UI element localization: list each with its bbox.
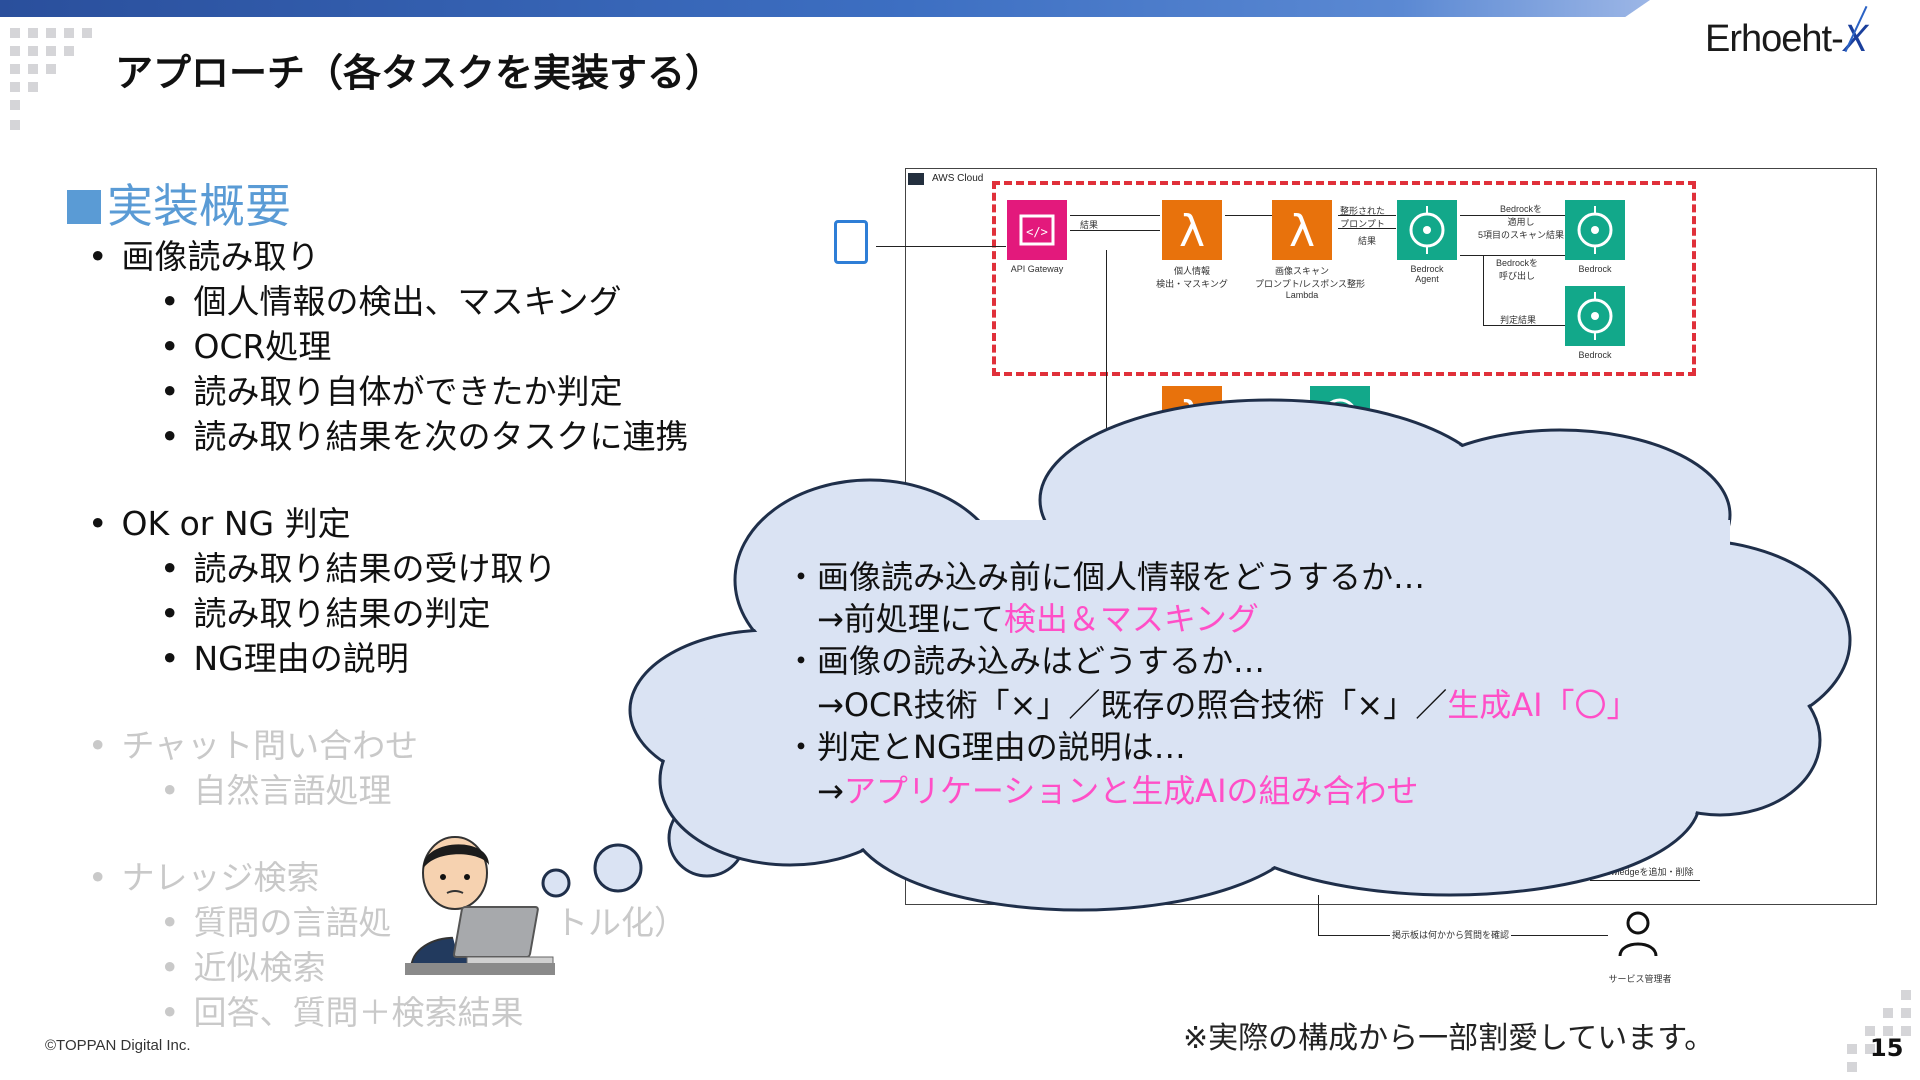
bullet-level2-dim: 自然言語処理: [160, 764, 391, 812]
thought-text: ・画像の読み込みはどうするか…: [785, 642, 1266, 680]
connector-line: [1070, 230, 1160, 231]
thought-line: →OCR技術「×」／既存の照合技術「×」／生成AI「〇」: [785, 680, 1639, 726]
edge-label: Bedrockを 呼び出し: [1496, 258, 1539, 281]
connector-line: [1590, 880, 1700, 881]
bullet-level1-dim: チャット問い合わせ: [88, 719, 418, 767]
bullet-level2: NG理由の説明: [160, 632, 408, 680]
edge-label: 結果: [1080, 220, 1099, 230]
user-label: サービス管理者: [1608, 974, 1672, 984]
thought-line: ・画像の読み込みはどうするか…: [785, 636, 1265, 682]
bullet-level1: 画像読み取り: [88, 230, 319, 278]
bullet-level2-dim: 回答、質問＋検索結果: [160, 986, 523, 1034]
connector-line: [1225, 215, 1273, 216]
bullet-level2: OCR処理: [160, 320, 331, 368]
thinking-person-illustration: [405, 836, 555, 975]
thought-text: →OCR技術「×」／既存の照合技術「×」／: [785, 686, 1448, 724]
service-label: Bedrock: [1578, 264, 1612, 274]
connector-line: [876, 246, 1006, 247]
bullet-level1-dim: ナレッジ検索: [88, 851, 319, 899]
brand-logo: Erhoeht-X: [1705, 18, 1868, 61]
bedrock-icon: [1565, 200, 1625, 260]
diagram-title: AWS Cloud: [932, 173, 984, 184]
thought-text: →前処理にて: [785, 600, 1004, 638]
edge-label: 掲示板は何かから質問を確認: [1390, 928, 1512, 941]
connector-line: [1318, 895, 1319, 935]
service-label: 画像スキャン プロンプト/レスポンス整形 Lambda: [1255, 266, 1366, 300]
edge-label: 結果: [1358, 236, 1377, 246]
bullet-level2-dim: 近似検索: [160, 941, 325, 989]
thought-line: ・判定とNG理由の説明は…: [785, 722, 1186, 768]
bullet-level1: OK or NG 判定: [88, 497, 350, 545]
section-heading: 実装概要: [67, 170, 291, 236]
page-title: アプローチ（各タスクを実装する）: [115, 51, 724, 95]
thought-text: →: [785, 772, 844, 810]
bullet-level2: 読み取り結果の判定: [160, 587, 490, 635]
bullet-level2: 読み取り結果の受け取り: [160, 542, 556, 590]
edge-label: 整形された プロンプト: [1340, 206, 1386, 229]
connector-line: [1070, 215, 1160, 216]
top-accent-bar: [0, 0, 1650, 17]
logo-text: Erhoeht-: [1705, 18, 1844, 60]
service-label: API Gateway: [1010, 264, 1064, 274]
connector-line: [1106, 250, 1107, 435]
svg-text:λ: λ: [1289, 206, 1315, 257]
aws-logo-icon: [908, 173, 924, 185]
bullet-level2: 読み取り結果を次のタスクに連携: [160, 410, 688, 458]
thought-line: ・画像読み込み前に個人情報をどうするか…: [785, 552, 1425, 598]
partial-text: トル化）: [555, 903, 687, 942]
api-gateway-icon: </>: [1007, 200, 1067, 260]
copyright-text: ©TOPPAN Digital Inc.: [45, 1037, 191, 1054]
edge-label: 判定結果: [1500, 315, 1537, 325]
bedrock-icon: [1565, 286, 1625, 346]
connector-line: [1460, 255, 1565, 256]
page-number: 15: [1870, 1034, 1904, 1062]
service-label: Bedrock Agent: [1410, 264, 1444, 284]
footnote: ※実際の構成から一部割愛しています。: [1183, 1021, 1715, 1056]
thought-highlight: アプリケーションと生成AIの組み合わせ: [843, 772, 1419, 810]
svg-text:</>: </>: [1026, 225, 1048, 239]
connector-line: [1460, 215, 1565, 216]
thought-text: ・画像読み込み前に個人情報をどうするか…: [785, 558, 1426, 596]
user-icon: [1618, 911, 1658, 957]
thought-highlight: 生成AI「〇」: [1447, 686, 1639, 724]
connector-line: [1483, 255, 1484, 325]
thought-highlight: 検出＆マスキング: [1003, 600, 1259, 638]
dashed-highlight-box: [992, 181, 1696, 376]
lambda-icon: λ: [1272, 200, 1332, 260]
thought-line: →アプリケーションと生成AIの組み合わせ: [785, 766, 1419, 812]
thought-text: ・判定とNG理由の説明は…: [785, 728, 1186, 766]
service-label: 個人情報 検出・マスキング: [1156, 266, 1228, 289]
connector-line: [1338, 215, 1396, 216]
heading-text: 実装概要: [107, 179, 291, 233]
edge-label: Bedrockを 適用し 5項目のスキャン結果: [1478, 204, 1565, 240]
edge-label: Knowledgeを追加・削除: [1595, 867, 1694, 877]
bullet-level2-dim: 質問の言語処: [160, 896, 391, 944]
connector-line: [1483, 325, 1565, 326]
tablet-device-icon: [834, 220, 868, 264]
lambda-icon: λ: [1162, 200, 1222, 260]
thought-line: →前処理にて検出＆マスキング: [785, 594, 1259, 640]
connector-line: [1338, 228, 1396, 229]
heading-square-icon: [67, 190, 101, 224]
bedrock-agent-icon: [1397, 200, 1457, 260]
service-label: Bedrock: [1578, 350, 1612, 360]
bullet-level2: 個人情報の検出、マスキング: [160, 275, 621, 323]
svg-text:λ: λ: [1179, 206, 1205, 257]
bullet-level2: 読み取り自体ができたか判定: [160, 365, 622, 413]
